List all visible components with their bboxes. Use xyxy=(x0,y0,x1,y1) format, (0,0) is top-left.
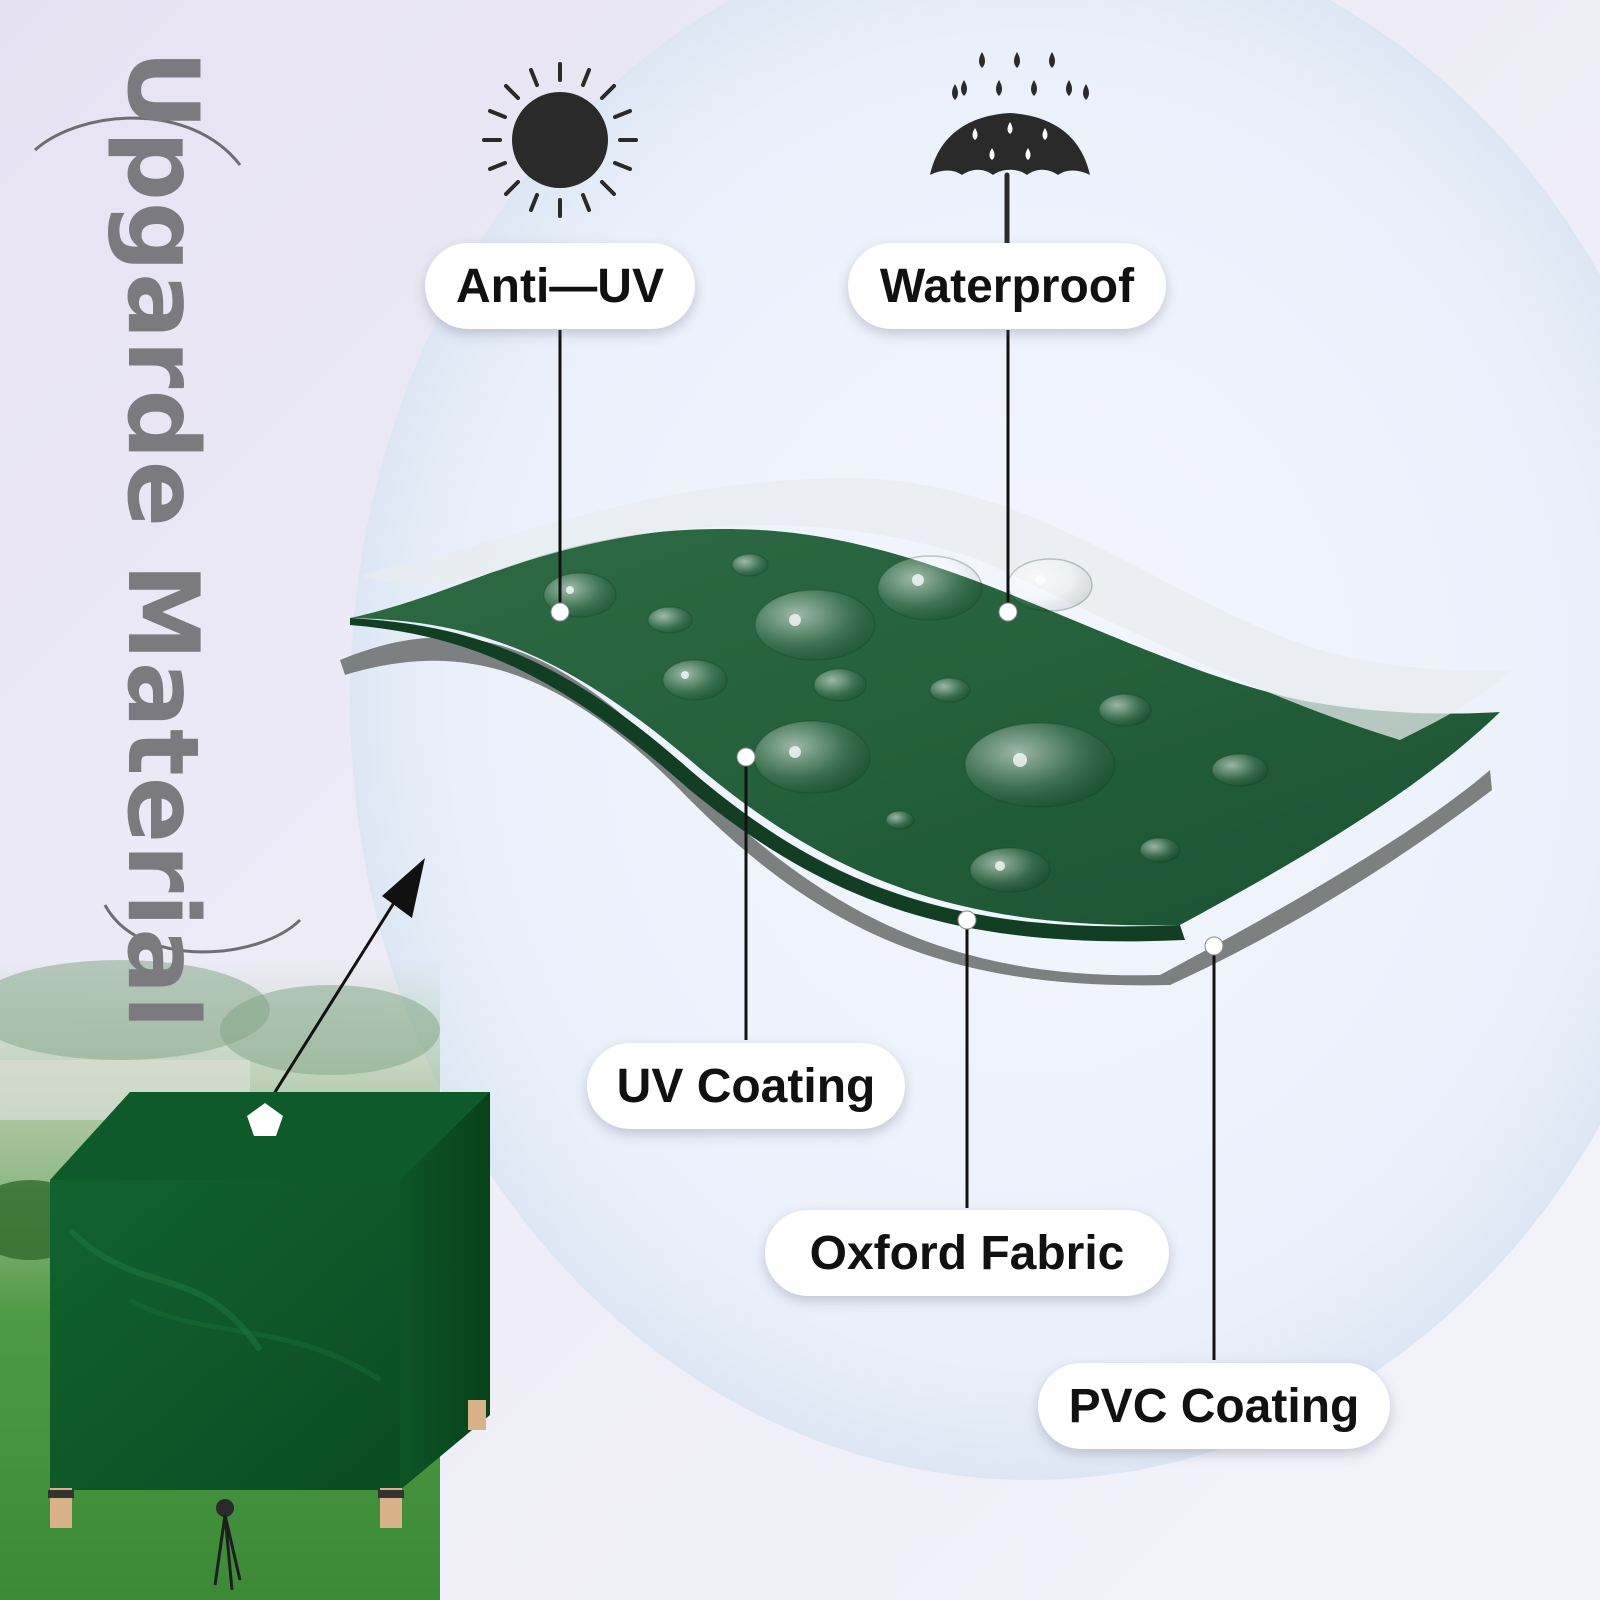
uv-coating-label: UV Coating xyxy=(587,1043,905,1129)
anti-uv-dot xyxy=(550,602,570,622)
material-layers xyxy=(340,478,1512,986)
leader-lines xyxy=(558,330,1216,1360)
waterproof-dot xyxy=(998,602,1018,622)
waterproof-label: Waterproof xyxy=(848,243,1166,329)
arrow-graphic xyxy=(268,858,425,1101)
oxford-fabric-label: Oxford Fabric xyxy=(765,1210,1169,1296)
uv-coating-dot xyxy=(736,747,756,767)
pvc-coating-dot xyxy=(1204,936,1224,956)
uv-coating-layer xyxy=(360,478,1512,740)
pvc-coating-label: PVC Coating xyxy=(1038,1363,1390,1449)
water-drops xyxy=(543,553,1269,893)
title-arc-bottom xyxy=(103,904,302,954)
patio-cover-product xyxy=(48,1092,490,1591)
rain-drops xyxy=(952,52,1089,100)
sun-icon xyxy=(482,62,638,218)
leader-dots xyxy=(550,602,1224,956)
pentagon-marker xyxy=(247,1103,283,1136)
oxford-fabric-layer xyxy=(350,529,1500,926)
oxford-fabric-dot xyxy=(957,910,977,930)
anti-uv-label: Anti—UV xyxy=(425,243,695,329)
page-title: Upgarde Material xyxy=(105,50,219,1030)
title-arc-top xyxy=(34,116,242,166)
drop-highlights xyxy=(566,574,1045,871)
